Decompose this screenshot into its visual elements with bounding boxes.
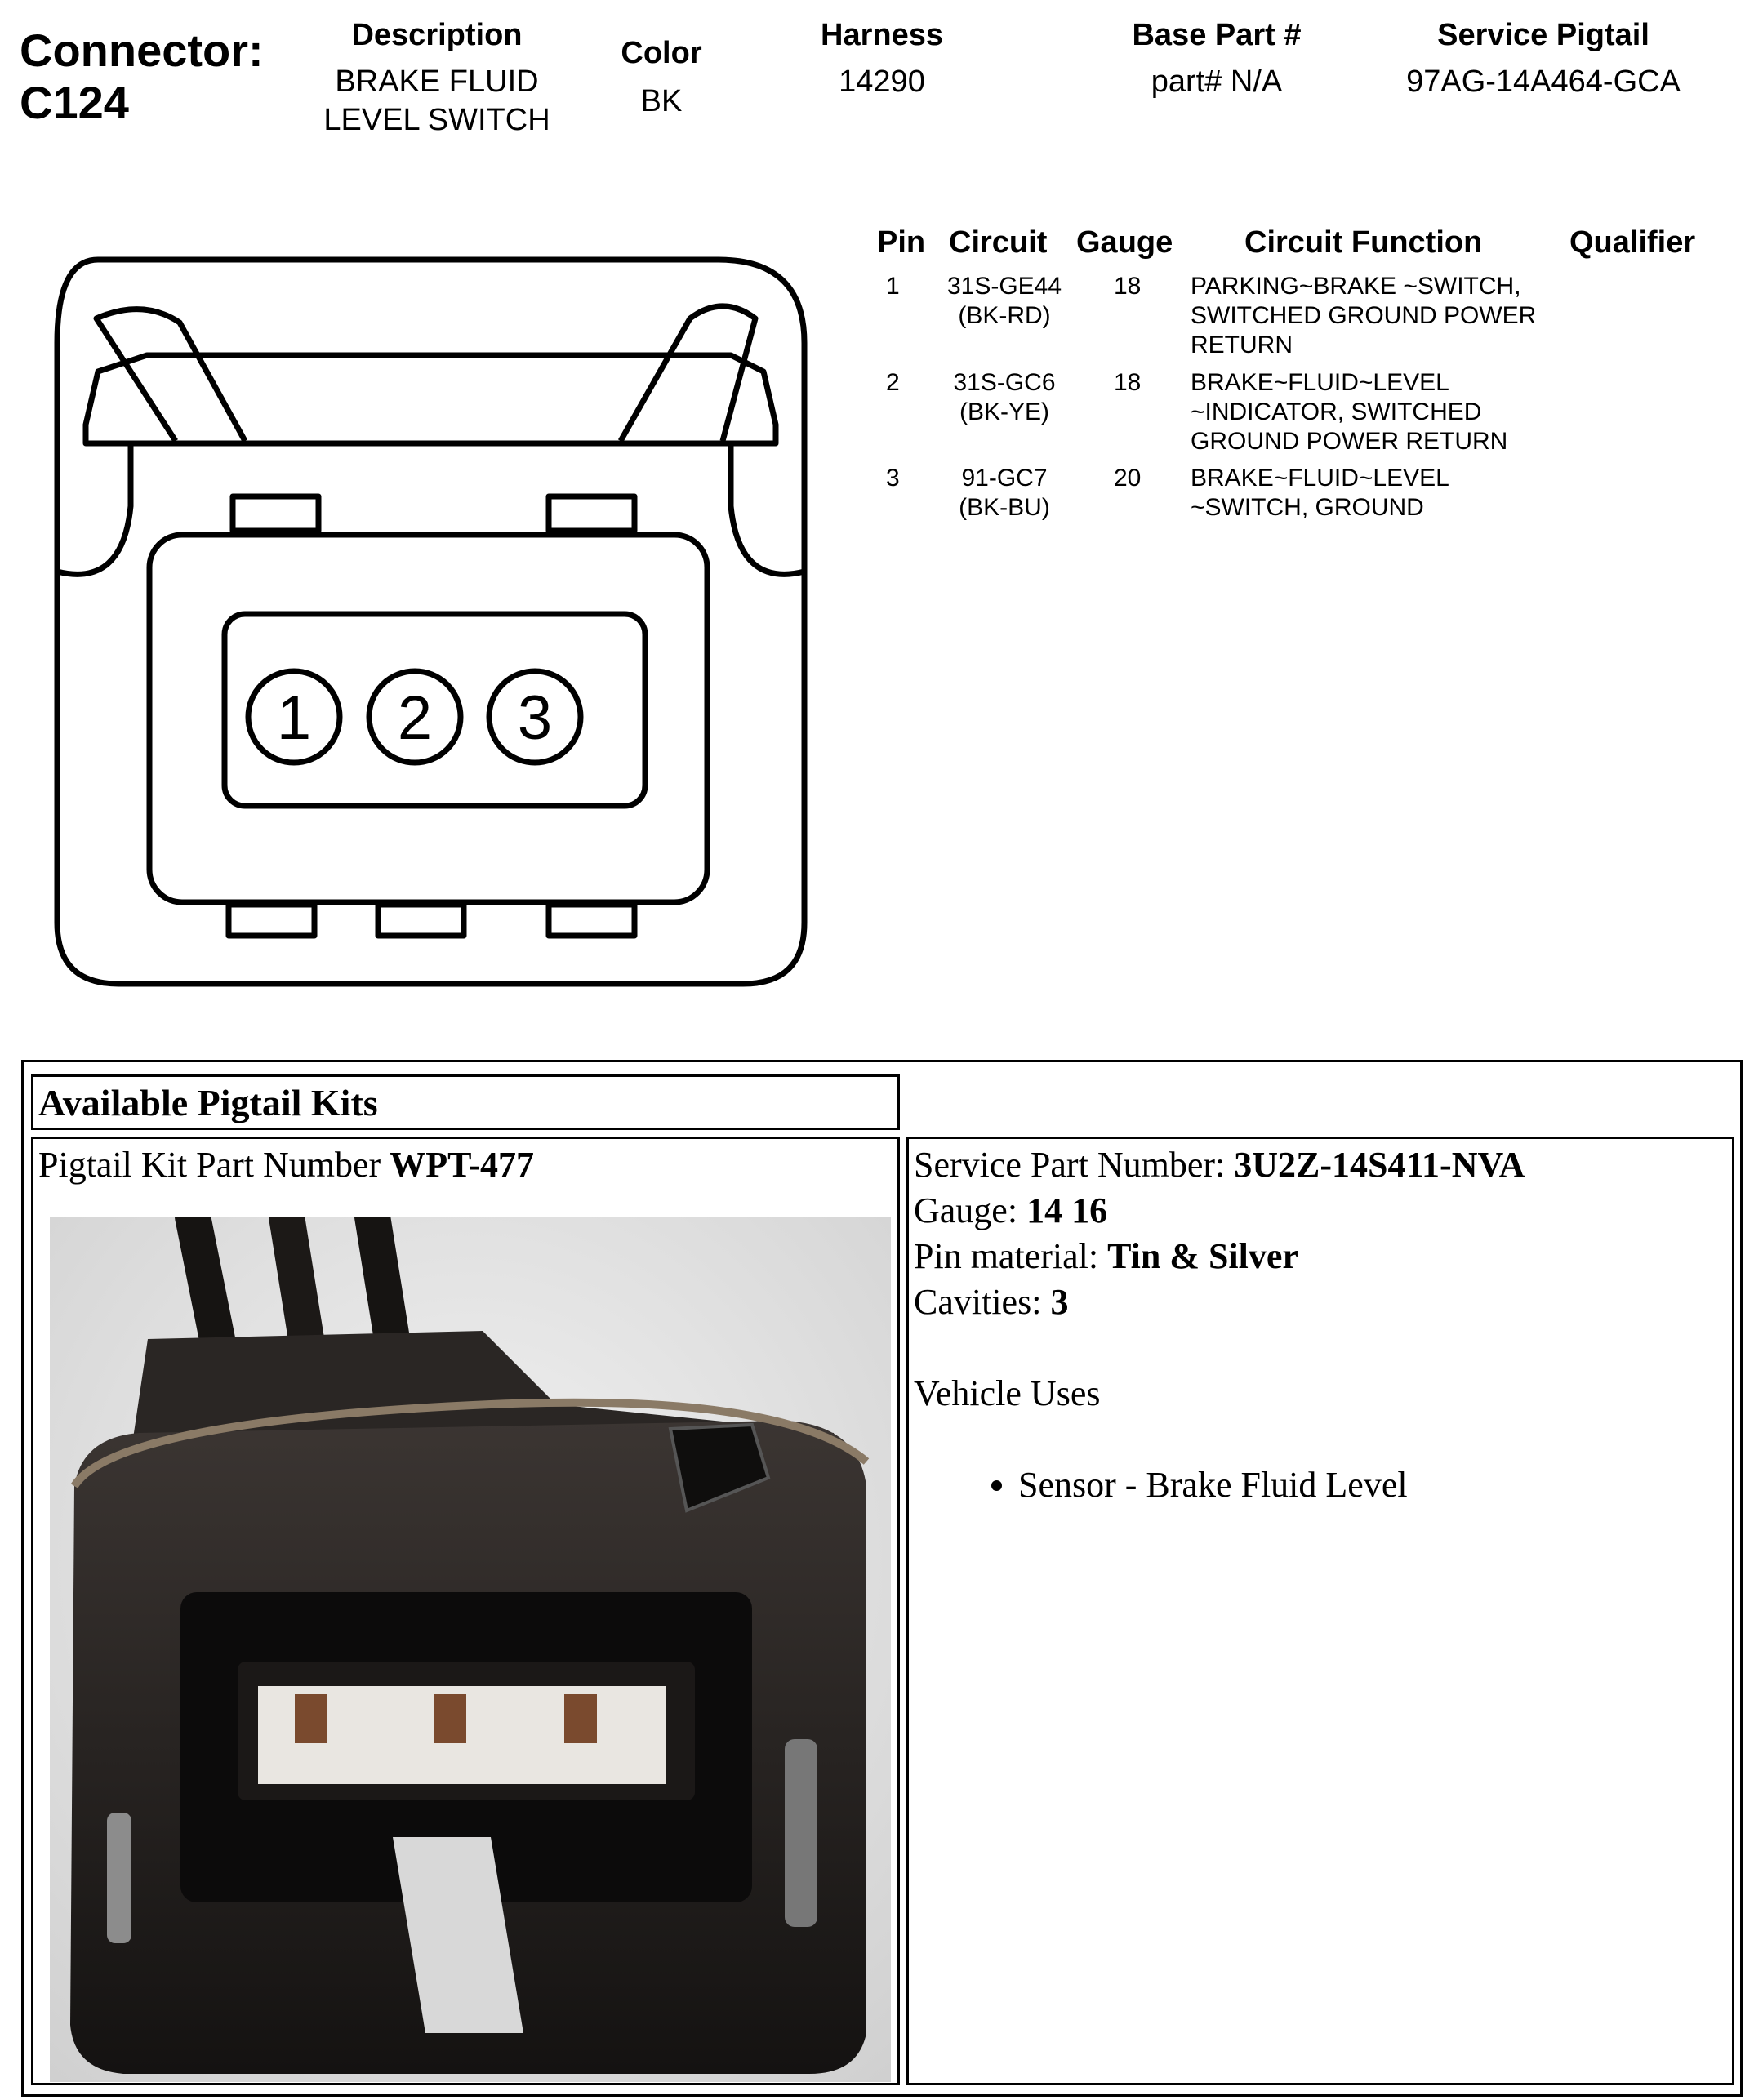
pin-1-circle	[245, 668, 343, 766]
pin-1-label: 1	[277, 683, 311, 753]
connector-title: Connector: C124	[20, 24, 264, 129]
harness-value: 14290	[839, 65, 925, 99]
row-2-gauge: 18	[1114, 369, 1142, 396]
lock-tab-top-right	[545, 493, 638, 534]
kit-title: Available Pigtail Kits	[38, 1082, 378, 1123]
kit-part-number-label: Pigtail Kit Part Number	[38, 1145, 390, 1185]
connector-label: Connector:	[20, 24, 264, 76]
pin-2-circle	[366, 668, 464, 766]
pin-material: Pin material: Tin & Silver	[914, 1234, 1525, 1279]
row-3-circuit-code: 91-GC7	[961, 465, 1048, 492]
row-1-pin: 1	[886, 273, 900, 300]
row-1-function-line: RETURN	[1191, 331, 1293, 358]
row-1-gauge: 18	[1114, 273, 1142, 300]
row-1-function: PARKING~BRAKE ~SWITCH, SWITCHED GROUND P…	[1191, 272, 1566, 360]
pin-material-label: Pin material:	[914, 1236, 1108, 1276]
row-2-function-line: BRAKE~FLUID~LEVEL	[1191, 369, 1449, 396]
pin-cavity-block	[221, 611, 648, 809]
service-pigtail-label: Service Pigtail	[1437, 18, 1649, 52]
row-1-circuit-color: (BK-RD)	[958, 302, 1051, 329]
pigtail-kit-table	[21, 1060, 1743, 2097]
base-part-value: part# N/A	[1151, 65, 1283, 99]
kit-title-cell: Available Pigtail Kits	[31, 1074, 900, 1130]
service-pigtail-value: 97AG-14A464-GCA	[1406, 65, 1681, 99]
cavities: Cavities: 3	[914, 1279, 1525, 1325]
list-item: Sensor - Brake Fluid Level	[1018, 1462, 1525, 1508]
kit-gauge-value: 14 16	[1026, 1190, 1108, 1230]
row-2-function: BRAKE~FLUID~LEVEL ~INDICATOR, SWITCHED G…	[1191, 368, 1566, 456]
description-line-1: BRAKE FLUID	[335, 65, 539, 99]
description-line-2: LEVEL SWITCH	[323, 103, 550, 137]
kit-part-number-value: WPT-477	[390, 1145, 535, 1185]
kit-part-number: Pigtail Kit Part Number WPT-477	[38, 1142, 534, 1188]
row-2-pin: 2	[886, 369, 900, 396]
pin-2-label: 2	[398, 683, 432, 753]
kit-details: Service Part Number: 3U2Z-14S411-NVA Gau…	[914, 1142, 1525, 1508]
row-1-circuit: 31S-GE44 (BK-RD)	[923, 272, 1086, 331]
harness-label: Harness	[821, 18, 943, 52]
cavities-label: Cavities:	[914, 1282, 1051, 1322]
pin-table-header-pin: Pin	[877, 225, 926, 260]
lock-tab-top-left	[229, 493, 322, 534]
connector-top-rail	[82, 352, 779, 447]
row-3-gauge: 20	[1114, 465, 1142, 492]
row-3-function-line: BRAKE~FLUID~LEVEL	[1191, 465, 1449, 492]
row-1-function-line: SWITCHED GROUND POWER	[1191, 302, 1537, 329]
row-2-circuit-color: (BK-YE)	[959, 398, 1049, 425]
kit-gauge-label: Gauge:	[914, 1190, 1027, 1230]
description-column: Description BRAKE FLUID LEVEL SWITCH	[269, 18, 604, 140]
pin-table-header-qualifier: Qualifier	[1569, 225, 1696, 260]
kit-photo-cell: Pigtail Kit Part Number WPT-477	[31, 1137, 900, 2085]
row-2-circuit: 31S-GC6 (BK-YE)	[923, 368, 1086, 427]
connector-shoulder	[56, 445, 805, 577]
row-2-function-line: ~INDICATOR, SWITCHED	[1191, 398, 1482, 425]
cavities-value: 3	[1050, 1282, 1069, 1322]
row-3-pin: 3	[886, 465, 900, 492]
color-value: BK	[640, 84, 683, 118]
connector-outer-shell	[54, 256, 808, 987]
row-3-circuit-color: (BK-BU)	[959, 494, 1050, 521]
base-part-label: Base Part #	[1132, 18, 1302, 52]
lock-tab-bottom-center	[375, 901, 467, 939]
connector-face-diagram: 1 2 3	[54, 256, 808, 987]
service-part-value: 3U2Z-14S411-NVA	[1234, 1145, 1525, 1185]
color-label: Color	[621, 36, 702, 70]
row-3-function-line: ~SWITCH, GROUND	[1191, 494, 1424, 521]
kit-gauge: Gauge: 14 16	[914, 1188, 1525, 1234]
lock-tab-bottom-right	[545, 901, 638, 939]
vehicle-uses-list: Sensor - Brake Fluid Level	[914, 1462, 1525, 1508]
lock-tab-bottom-left	[225, 901, 318, 939]
base-part-column: Base Part # part# N/A	[1086, 18, 1347, 101]
latch-right	[617, 303, 759, 443]
description-label: Description	[351, 18, 523, 52]
latch-left	[93, 306, 248, 443]
color-column: Color BK	[596, 36, 727, 121]
service-pigtail-column: Service Pigtail 97AG-14A464-GCA	[1372, 18, 1715, 101]
kit-details-cell: Service Part Number: 3U2Z-14S411-NVA Gau…	[906, 1137, 1734, 2085]
row-1-circuit-code: 31S-GE44	[946, 273, 1062, 300]
row-2-function-line: GROUND POWER RETURN	[1191, 428, 1508, 455]
harness-column: Harness 14290	[784, 18, 980, 101]
pin-material-value: Tin & Silver	[1107, 1236, 1298, 1276]
connector-id: C124	[20, 77, 129, 128]
pin-table-header-circuit: Circuit	[949, 225, 1048, 260]
row-3-circuit: 91-GC7 (BK-BU)	[923, 464, 1086, 523]
pin-table-header-function: Circuit Function	[1244, 225, 1483, 260]
pigtail-connector-photo	[50, 1217, 891, 2082]
pin-3-circle	[486, 668, 584, 766]
pin-3-label: 3	[518, 683, 552, 753]
pin-table-header-gauge: Gauge	[1076, 225, 1173, 260]
service-part-label: Service Part Number:	[914, 1145, 1235, 1185]
row-2-circuit-code: 31S-GC6	[953, 369, 1056, 396]
vehicle-uses-label: Vehicle Uses	[914, 1373, 1101, 1413]
service-part-number: Service Part Number: 3U2Z-14S411-NVA	[914, 1142, 1525, 1188]
row-3-function: BRAKE~FLUID~LEVEL ~SWITCH, GROUND	[1191, 464, 1566, 523]
row-1-function-line: PARKING~BRAKE ~SWITCH,	[1191, 273, 1521, 300]
